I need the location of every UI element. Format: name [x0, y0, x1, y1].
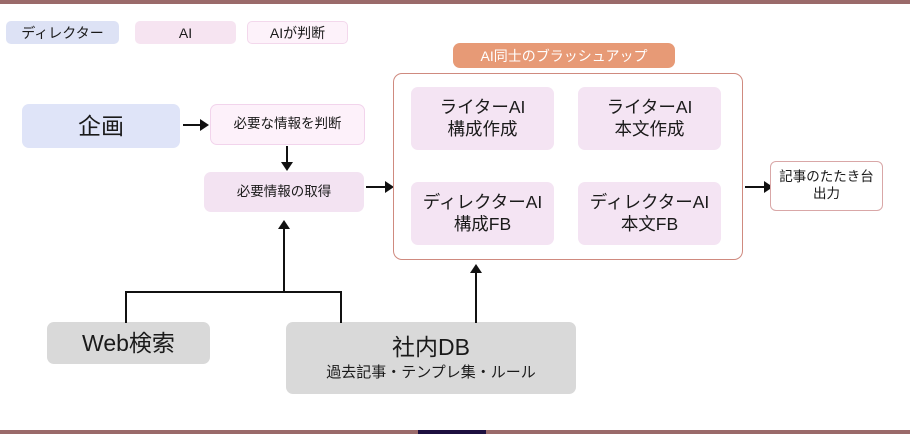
connector-brushup-to-output — [745, 186, 767, 189]
legend-label-ai-judge: AIが判断 — [269, 24, 326, 41]
legend-label-director: ディレクター — [21, 24, 104, 41]
node-source-internal-db: 社内DB 過去記事・テンプレ集・ルール — [286, 322, 576, 394]
legend-chip-ai: AI — [135, 21, 236, 44]
node-director-ai-structure-line1: ディレクターAI — [422, 191, 543, 212]
arrowhead-judge-to-fetch — [281, 162, 293, 171]
legend-chip-director: ディレクター — [6, 21, 119, 44]
node-source-web-search-title: Web検索 — [82, 329, 175, 356]
node-fetch-required-info-label: 必要情報の取得 — [236, 183, 332, 199]
arrowhead-sources-to-fetch — [278, 220, 290, 229]
node-writer-ai-body: ライターAI 本文作成 — [578, 87, 721, 150]
top-chrome-bar — [0, 0, 910, 4]
connector-web-search-stem — [125, 291, 128, 323]
node-source-web-search: Web検索 — [47, 322, 210, 364]
connector-internal-db-stem — [340, 291, 343, 323]
connector-plan-to-judge — [183, 124, 202, 127]
node-director-ai-body-line2: 本文FB — [620, 213, 679, 234]
node-director-ai-structure: ディレクターAI 構成FB — [411, 182, 554, 245]
node-fetch-required-info: 必要情報の取得 — [204, 172, 364, 212]
connector-internal-db-to-brushup — [475, 273, 478, 323]
brushup-title-label: AI同士のブラッシュアップ — [480, 47, 648, 64]
node-writer-ai-structure: ライターAI 構成作成 — [411, 87, 554, 150]
brushup-title-badge: AI同士のブラッシュアップ — [453, 43, 675, 68]
node-source-internal-db-title: 社内DB — [392, 334, 470, 361]
node-writer-ai-body-line2: 本文作成 — [614, 118, 685, 139]
bottom-chrome-bar — [0, 430, 910, 434]
connector-sources-bracket — [125, 291, 342, 294]
node-article-draft-output: 記事のたたき台 出力 — [770, 161, 883, 211]
node-writer-ai-body-line1: ライターAI — [606, 96, 693, 117]
node-director-ai-body: ディレクターAI 本文FB — [578, 182, 721, 245]
node-plan: 企画 — [22, 104, 180, 148]
connector-judge-to-fetch — [286, 146, 289, 164]
node-article-draft-output-line1: 記事のたたき台 — [779, 169, 874, 185]
legend-chip-ai-judge: AIが判断 — [247, 21, 348, 44]
arrowhead-brushup-to-output — [764, 181, 773, 193]
legend-label-ai: AI — [178, 24, 193, 41]
node-plan-label: 企画 — [78, 112, 124, 139]
node-source-internal-db-subtitle: 過去記事・テンプレ集・ルール — [326, 364, 536, 381]
node-article-draft-output-line2: 出力 — [813, 186, 840, 201]
arrowhead-plan-to-judge — [200, 119, 209, 131]
bottom-bar-active-segment — [418, 430, 486, 434]
connector-fetch-to-brushup — [366, 186, 388, 189]
connector-sources-to-fetch — [283, 228, 286, 292]
node-writer-ai-structure-line2: 構成作成 — [447, 118, 518, 139]
node-director-ai-structure-line2: 構成FB — [453, 213, 512, 234]
node-judge-required-info: 必要な情報を判断 — [210, 104, 365, 145]
arrowhead-internal-db-to-brushup — [470, 264, 482, 273]
node-judge-required-info-label: 必要な情報を判断 — [233, 116, 342, 132]
arrowhead-fetch-to-brushup — [385, 181, 394, 193]
node-director-ai-body-line1: ディレクターAI — [589, 191, 710, 212]
node-writer-ai-structure-line1: ライターAI — [439, 96, 526, 117]
